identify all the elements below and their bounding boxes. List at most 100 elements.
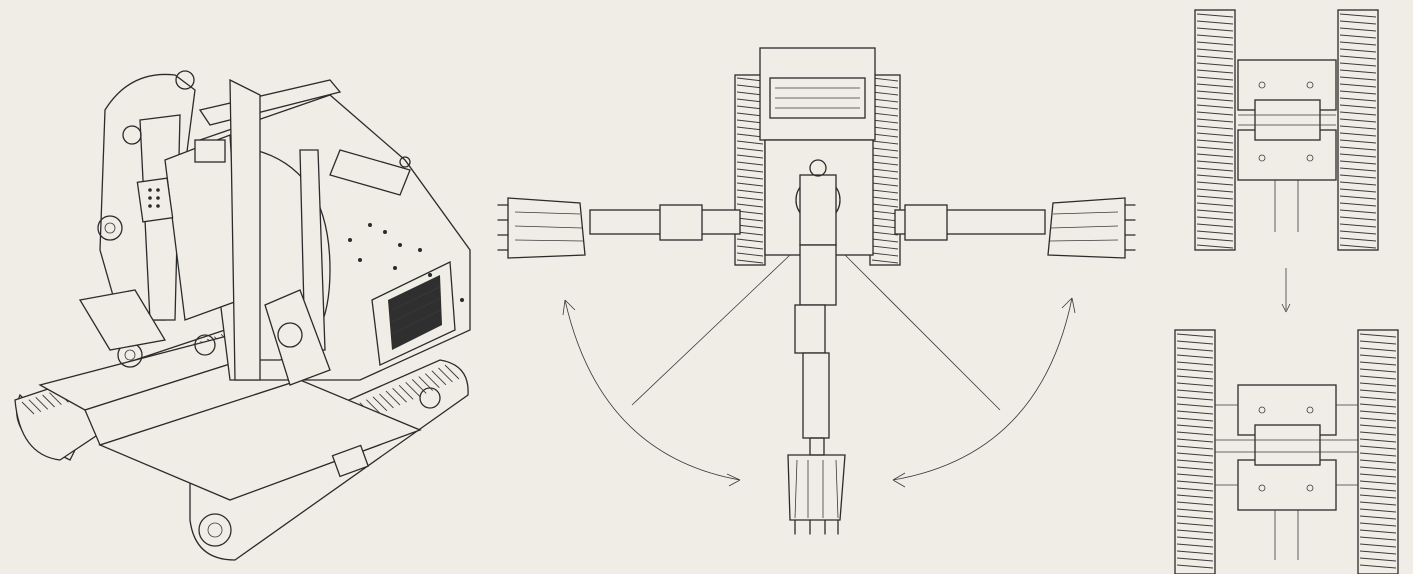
track-tread-segment (1359, 382, 1397, 387)
track-tread-segment (1196, 202, 1234, 207)
track-tread-segment (736, 259, 764, 264)
track-tread-segment (871, 182, 899, 187)
track-tread-segment (425, 373, 440, 389)
track-tread-segment (871, 140, 899, 145)
track-tread-segment (736, 252, 764, 257)
track-tread-segment (1339, 118, 1377, 123)
track-tread-segment (42, 394, 55, 408)
track-tread-segment (1359, 389, 1397, 394)
track-tread-segment (736, 126, 764, 131)
track-tread-segment (1359, 347, 1397, 352)
track-tread-segment (1176, 536, 1214, 541)
track-tread-segment (1339, 48, 1377, 53)
track-tread-segment (736, 112, 764, 117)
track-tread-segment (1359, 438, 1397, 443)
track-tread-segment (1196, 97, 1234, 102)
top-view-center-boom (787, 244, 846, 535)
track-tread-segment (1339, 195, 1377, 200)
track-tread-segment (1339, 83, 1377, 88)
bucket-right (1047, 197, 1126, 259)
track-tread-segment (736, 203, 764, 208)
track-tread-segment (1359, 543, 1397, 548)
track-tread-segment (1359, 445, 1397, 450)
swing-arc-left (562, 299, 741, 487)
track-tread-segment (871, 147, 899, 152)
track-tread-segment (1176, 543, 1214, 548)
track-tread-segment (871, 168, 899, 173)
track-tread-segment (1176, 347, 1214, 352)
track-tread-segment (1359, 361, 1397, 366)
track-tread-segment (1176, 515, 1214, 520)
isometric-machine-figure (14, 70, 471, 561)
track-tread-segment (736, 182, 764, 187)
adjustment-arrow (1281, 268, 1291, 313)
track-tread-segment (736, 84, 764, 89)
track-tread-segment (1339, 111, 1377, 116)
track-tread-segment (1339, 27, 1377, 32)
top-view-swing-figure (497, 47, 1136, 535)
track-tread-segment (736, 140, 764, 145)
track-tread-segment (1359, 466, 1397, 471)
track-tread-segment (1176, 333, 1214, 338)
track-tread-segment (1359, 550, 1397, 555)
track-tread-segment (1196, 55, 1234, 60)
track-tread-segment (1196, 20, 1234, 25)
track-tread-segment (1176, 382, 1214, 387)
track-tread-segment (736, 161, 764, 166)
track-tread-segment (1196, 167, 1234, 172)
top-view-left-boom (497, 197, 741, 259)
track-tread-segment (871, 154, 899, 159)
track-tread-segment (1176, 480, 1214, 485)
track-tread-segment (1359, 375, 1397, 380)
track-tread-segment (1196, 160, 1234, 165)
track-tread-segment (1339, 76, 1377, 81)
track-tread-segment (1176, 522, 1214, 527)
track-tread-segment (1359, 431, 1397, 436)
track-tread-segment (1196, 62, 1234, 67)
track-tread-segment (1339, 34, 1377, 39)
track-tread-segment (1196, 188, 1234, 193)
hydraulic-block (194, 139, 226, 163)
track-tread-segment (736, 147, 764, 152)
track-tread-segment (1339, 188, 1377, 193)
top-view-body (759, 47, 876, 256)
track-tread-segment (871, 189, 899, 194)
track-tread-segment (1196, 195, 1234, 200)
track-tread-segment (1339, 174, 1377, 179)
track-tread-segment (871, 91, 899, 96)
track-tread-segment (1176, 410, 1214, 415)
track-tread-segment (1339, 202, 1377, 207)
track-tread-segment (1196, 132, 1234, 137)
track-tread-segment (1176, 354, 1214, 359)
track-tread-segment (736, 168, 764, 173)
track-tread-segment (1176, 368, 1214, 373)
track-tread-segment (1339, 90, 1377, 95)
track-tread-segment (1176, 403, 1214, 408)
track-tread-segment (1339, 244, 1377, 249)
track-tread-segment (1196, 83, 1234, 88)
track-tread-segment (28, 399, 42, 412)
track-tread-segment (1339, 160, 1377, 165)
track-tread-segment (1196, 48, 1234, 53)
track-tread-segment (1176, 550, 1214, 555)
track-tread-segment (1176, 340, 1214, 345)
track-tread-segment (1339, 62, 1377, 67)
track-tread-segment (736, 154, 764, 159)
track-tread-segment (871, 112, 899, 117)
track-tread-segment (871, 196, 899, 201)
track-tread-segment (1339, 20, 1377, 25)
track-tread-segment (736, 77, 764, 82)
track-tread-segment (1359, 487, 1397, 492)
track-tread-segment (871, 77, 899, 82)
track-tread-segment (736, 189, 764, 194)
track-tread-segment (1359, 564, 1397, 569)
track-tread-segment (1359, 557, 1397, 562)
swing-radius-lines (631, 254, 1001, 411)
track-tread-segment (1196, 244, 1234, 249)
track-tread-segment (1176, 438, 1214, 443)
track-tread-segment (871, 119, 899, 124)
track-tread-segment (871, 203, 899, 208)
track-tread-segment (1196, 174, 1234, 179)
track-tread-segment (1176, 487, 1214, 492)
track-tread-segment (1359, 354, 1397, 359)
